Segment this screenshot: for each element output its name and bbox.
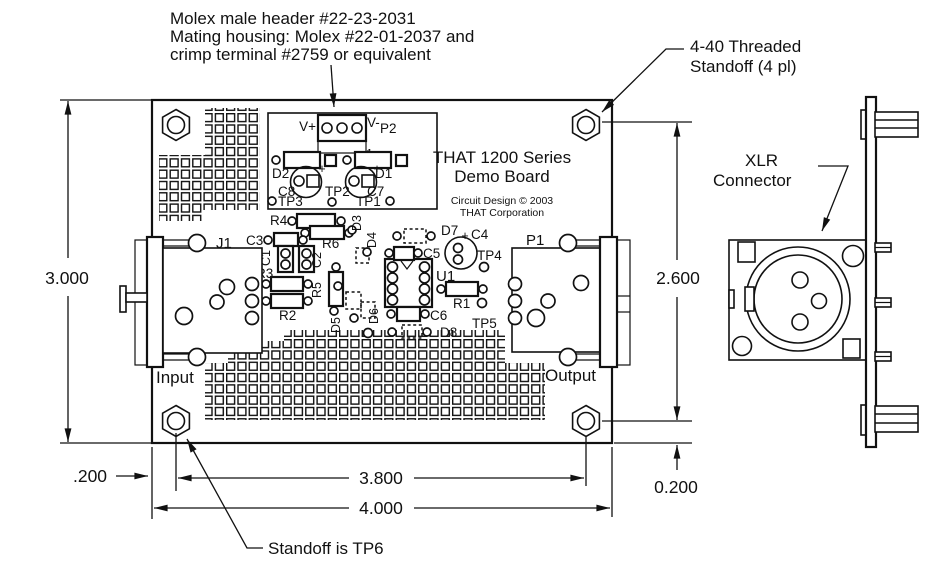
proto-grid-top [159, 108, 260, 221]
cap-c7 [344, 165, 378, 199]
c7-polarity: + [373, 162, 380, 176]
label-d2: D2 [272, 166, 289, 181]
label-tp5: TP5 [472, 316, 497, 331]
standoff-top-left [161, 108, 191, 142]
copyright-line1: Circuit Design © 2003 [451, 195, 553, 207]
label-tp1: TP1 [356, 194, 381, 209]
c4-polarity: + [461, 229, 468, 243]
copyright-line2: THAT Corporation [460, 207, 544, 219]
label-c6: C6 [430, 308, 447, 323]
p2-header [316, 113, 368, 143]
label-p2: P2 [380, 121, 397, 136]
proto-grid-bottom [205, 330, 545, 420]
label-u1: U1 [436, 268, 455, 285]
power-section-box [267, 112, 438, 210]
label-d8: D8 [440, 325, 457, 340]
label-vminus: V- [367, 115, 380, 130]
dim-hole-span-h: 3.800 [359, 468, 403, 488]
tp6-note-text: Standoff is TP6 [268, 539, 384, 558]
label-p1: P1 [526, 232, 544, 249]
side-connector-tabs [874, 242, 892, 362]
standoff-note-line2: Standoff (4 pl) [690, 57, 796, 76]
xlr-note-line2: Connector [713, 171, 792, 190]
input-label: Input [156, 368, 194, 387]
dim-hole-span-v: 2.600 [656, 268, 700, 288]
label-tp4: TP4 [477, 248, 502, 263]
xlr-mount-hole [841, 244, 865, 268]
cap-c4 [444, 236, 478, 270]
title-block: THAT 1200 Series Demo Board Circuit Desi… [433, 148, 571, 219]
label-c4: C4 [471, 227, 489, 242]
label-tp2: TP2 [325, 184, 350, 199]
dim-offset-left: .200 [73, 466, 107, 486]
xlr-note-line1: XLR [745, 151, 778, 170]
label-c8: C8 [278, 184, 295, 199]
molex-note-line3: crimp terminal #2759 or equivalent [170, 45, 431, 64]
label-d1: D1 [375, 166, 392, 181]
molex-note-line2: Mating housing: Molex #22-01-2037 and [170, 27, 474, 46]
input-connector-j1 [119, 233, 263, 369]
label-vplus: V+ [299, 119, 316, 134]
silkscreen-components: R4 R6 D3 D4 J1 C3 C1 C2 R3 [216, 212, 502, 340]
standoff-leader-arrow [601, 48, 684, 113]
side-standoff-bottom [874, 405, 919, 433]
board-title-line2: Demo Board [454, 167, 549, 186]
label-c5: C5 [423, 246, 440, 261]
label-c3: C3 [246, 233, 263, 248]
output-label: Output [545, 366, 596, 385]
tp6-leader-arrow [186, 438, 263, 549]
dim-board-width: 4.000 [359, 498, 403, 518]
dim-offset-bottom-right: 0.200 [654, 477, 698, 497]
tp6-note: Standoff is TP6 [186, 438, 384, 558]
side-standoff-top [874, 111, 919, 138]
dimensions: 3.000 2.600 0.200 .200 3.800 4.000 [45, 99, 700, 519]
label-tp3: TP3 [278, 194, 303, 209]
proto-grid-areas [159, 108, 545, 420]
panel-side-view [860, 95, 919, 449]
cap-c8 [289, 165, 323, 199]
xlr-note: XLR Connector [713, 151, 849, 232]
standoff-note-line1: 4-40 Threaded [690, 37, 801, 56]
label-d3: D3 [350, 215, 364, 231]
molex-note: Molex male header #22-23-2031 Mating hou… [170, 9, 474, 108]
label-r6: R6 [322, 236, 339, 251]
threaded-standoff-note: 4-40 Threaded Standoff (4 pl) [601, 37, 801, 113]
xlr-leader-arrow [818, 165, 849, 232]
xlr-face-view [728, 239, 867, 361]
xlr-pin [791, 271, 809, 289]
panel-edge [864, 95, 878, 449]
u1-pin1-notch [400, 260, 414, 270]
label-r2: R2 [279, 308, 296, 323]
standoff-bottom-right [571, 404, 601, 438]
output-connector-p1: P1 [507, 232, 631, 369]
label-d7: D7 [441, 223, 458, 238]
power-section: V+ V- P2 1 + + D2 D1 C8 C7 TP2 TP3 TP1 [267, 112, 438, 210]
board-title-line1: THAT 1200 Series [433, 148, 571, 167]
standoff-top-right [571, 108, 601, 142]
label-r5: R5 [310, 282, 324, 298]
standoff-bottom-left [161, 404, 191, 438]
ic-u1: U1 [383, 257, 455, 309]
dim-board-height: 3.000 [45, 268, 89, 288]
label-d4: D4 [365, 232, 379, 248]
molex-note-line1: Molex male header #22-23-2031 [170, 9, 416, 28]
p1-footprint [511, 247, 601, 353]
xlr-pin [791, 313, 809, 331]
label-c2: C2 [310, 252, 324, 268]
label-r4: R4 [270, 213, 288, 228]
label-r1: R1 [453, 296, 470, 311]
label-c7: C7 [367, 184, 384, 199]
xlr-pin [810, 292, 828, 310]
label-d5: D5 [329, 317, 343, 333]
label-d6: D6 [367, 308, 381, 324]
xlr-mount-hole [731, 335, 753, 357]
corner-standoffs [161, 108, 601, 438]
c8-polarity: + [318, 162, 325, 176]
